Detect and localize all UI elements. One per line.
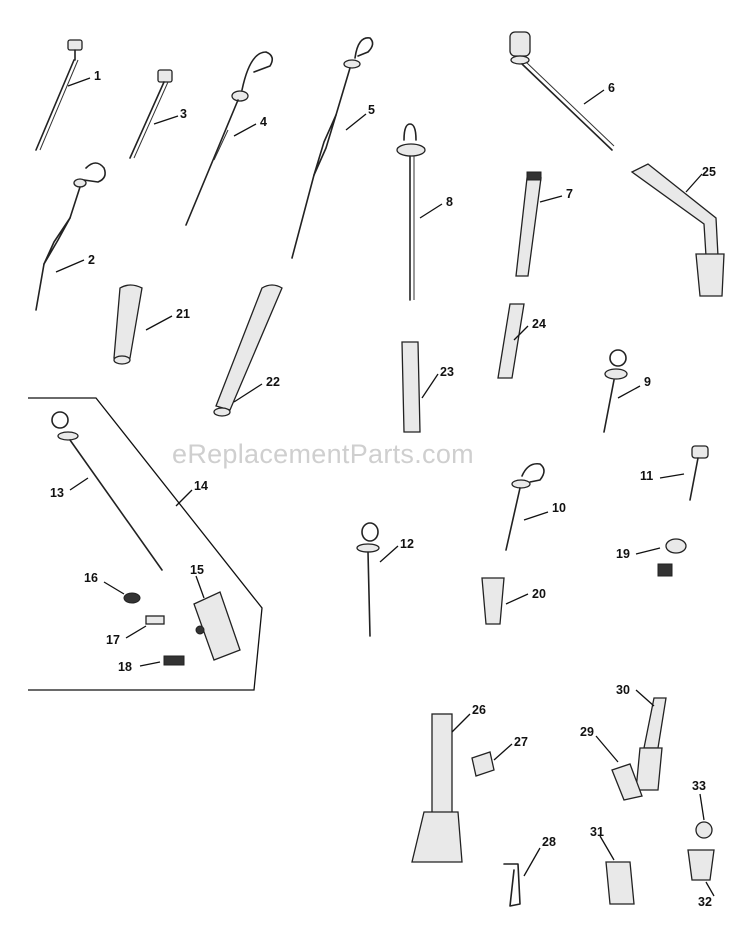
part-28-bracket (503, 863, 521, 907)
part-29-bracket (635, 747, 663, 791)
label-17: 17 (106, 633, 120, 647)
part-16-washer (123, 592, 141, 604)
label-28: 28 (542, 835, 556, 849)
label-4: 4 (260, 115, 267, 129)
label-19: 19 (616, 547, 630, 561)
label-24: 24 (532, 317, 546, 331)
part-8-dipstick (396, 123, 426, 301)
part-31-bracket (605, 861, 635, 905)
label-20: 20 (532, 587, 546, 601)
part-12-dipstick (356, 522, 380, 637)
part-18-screw (163, 655, 185, 666)
part-20-cap (481, 577, 505, 625)
label-11: 11 (640, 469, 653, 483)
label-3: 3 (180, 107, 187, 121)
part-5-dipstick (291, 37, 374, 259)
label-31: 31 (590, 825, 604, 839)
label-33: 33 (692, 779, 706, 793)
part-1-dipstick (35, 39, 83, 151)
part-6-dipstick (509, 31, 615, 151)
label-15: 15 (190, 563, 204, 577)
label-14: 14 (194, 479, 208, 493)
label-27: 27 (514, 735, 528, 749)
part-15-bracket (193, 591, 241, 661)
label-29: 29 (580, 725, 594, 739)
part-13-dipstick (51, 411, 163, 571)
part-17-screw (145, 615, 165, 625)
part-29-gasket (611, 763, 643, 801)
label-8: 8 (446, 195, 453, 209)
label-10: 10 (552, 501, 566, 515)
part-7-tube (515, 171, 542, 277)
part-24-tube (497, 303, 525, 379)
part-26-tube-assembly (411, 713, 463, 863)
part-2-dipstick (35, 162, 106, 311)
part-21-tube (113, 284, 143, 365)
part-27-clip (471, 751, 495, 777)
label-22: 22 (266, 375, 280, 389)
part-11-dipstick (689, 445, 709, 501)
kit-14-outline (28, 397, 263, 691)
label-6: 6 (608, 81, 615, 95)
label-7: 7 (566, 187, 573, 201)
part-32-fitting (687, 849, 715, 881)
part-9-dipstick (603, 349, 628, 433)
label-13: 13 (50, 486, 64, 500)
part-22-tube (213, 284, 283, 417)
label-16: 16 (84, 571, 98, 585)
part-4-dipstick (185, 51, 274, 226)
part-3-dipstick (129, 69, 173, 159)
label-23: 23 (440, 365, 454, 379)
label-26: 26 (472, 703, 486, 717)
label-1: 1 (94, 69, 101, 83)
part-33-ring (695, 821, 713, 839)
label-18: 18 (118, 660, 132, 674)
part-23-tube (401, 341, 421, 433)
part-10-dipstick (505, 462, 545, 551)
label-25: 25 (702, 165, 716, 179)
part-25-tube (630, 163, 725, 297)
label-2: 2 (88, 253, 95, 267)
part-19-cap (657, 538, 687, 577)
part-30-tube (643, 697, 667, 749)
label-12: 12 (400, 537, 414, 551)
label-9: 9 (644, 375, 651, 389)
label-32: 32 (698, 895, 712, 909)
label-30: 30 (616, 683, 630, 697)
label-21: 21 (176, 307, 190, 321)
label-5: 5 (368, 103, 375, 117)
watermark: eReplacementParts.com (172, 439, 474, 469)
